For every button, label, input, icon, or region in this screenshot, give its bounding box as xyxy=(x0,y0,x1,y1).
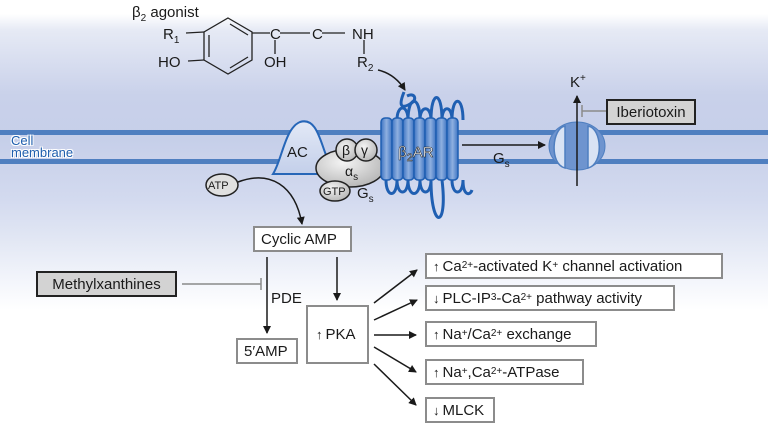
pde-label: PDE xyxy=(271,290,302,307)
effect-text: /Ca xyxy=(467,325,491,343)
cyclic-amp-label: Cyclic AMP xyxy=(261,230,337,248)
pka-label: PKA xyxy=(325,326,356,343)
decrease-arrow-icon: ↓ xyxy=(433,290,440,306)
alpha-label: αs xyxy=(345,163,358,183)
increase-arrow-icon: ↑ xyxy=(433,364,440,380)
effect-text: pathway activity xyxy=(532,289,643,307)
atp-bubble xyxy=(205,173,239,197)
r1-label: R1 xyxy=(163,26,180,46)
effect-box-5: ↓ MLCK xyxy=(425,397,495,423)
gs-label: Gs xyxy=(357,185,374,205)
gtp-bubble xyxy=(319,180,351,202)
ho-label: HO xyxy=(158,54,181,71)
receptor-label: β2AR xyxy=(398,144,434,164)
membrane-label-line-1: Cell xyxy=(11,133,34,148)
receptor-helices xyxy=(380,117,459,181)
effect-text: PLC-IP xyxy=(442,289,491,307)
arrow-to-effect-2 xyxy=(373,299,418,321)
arrow-to-effect-1 xyxy=(373,269,418,304)
arrow-to-effect-5 xyxy=(373,363,417,406)
decrease-arrow-icon: ↓ xyxy=(433,402,440,418)
gamma-label: γ xyxy=(361,142,368,158)
atp-to-camp-arrow xyxy=(237,177,305,225)
agonist-binding-arrow xyxy=(377,69,406,91)
arrow-to-effect-4 xyxy=(373,346,417,373)
atp-label: ATP xyxy=(208,180,229,192)
effect-text: -Ca xyxy=(496,289,521,307)
oh-label: OH xyxy=(264,54,287,71)
carbon-2-label: C xyxy=(312,26,323,43)
pka-box: ↑ PKA xyxy=(306,305,369,364)
5-amp-box: 5′AMP xyxy=(236,338,298,364)
gtp-label: GTP xyxy=(323,186,346,198)
gamma-subunit xyxy=(354,138,378,162)
carbon-1-label: C xyxy=(270,26,281,43)
r2-label: R2 xyxy=(357,54,374,74)
methylxanthines-box: Methylxanthines xyxy=(36,271,177,297)
agonist-structure xyxy=(185,17,365,75)
agonist-title: β2 agonist xyxy=(132,4,200,24)
effect-text: Na xyxy=(442,363,462,381)
increase-arrow-icon: ↑ xyxy=(433,326,440,342)
pka-effect-arrows xyxy=(373,269,418,406)
beta-label: β xyxy=(342,142,350,158)
gs-arrow-label: Gs xyxy=(493,150,510,170)
iberiotoxin-box: Iberiotoxin xyxy=(606,99,696,125)
effect-text: channel activation xyxy=(558,257,683,275)
cyclic-amp-box: Cyclic AMP xyxy=(253,226,352,252)
iberiotoxin-label: Iberiotoxin xyxy=(616,103,686,121)
nh-label: NH xyxy=(352,26,374,43)
effect-text: ,Ca xyxy=(467,363,491,381)
membrane-label-line-2: membrane xyxy=(11,145,74,160)
effect-text: Na xyxy=(442,325,462,343)
effect-text: MLCK xyxy=(442,401,485,419)
effect-text: Ca xyxy=(442,257,462,275)
5-amp-label: 5′AMP xyxy=(244,342,288,360)
effect-text: exchange xyxy=(502,325,572,343)
ac-label: AC xyxy=(287,144,308,161)
effect-text: -activated K xyxy=(473,257,553,275)
cell-membrane-label: Cell membrane xyxy=(11,133,74,160)
pka-increase-icon: ↑ xyxy=(316,327,323,342)
k-ion-label: K+ xyxy=(570,73,586,91)
effect-text: -ATPase xyxy=(502,363,560,381)
benzene-ring xyxy=(203,17,253,75)
increase-arrow-icon: ↑ xyxy=(433,258,440,274)
beta2-adrenergic-receptor xyxy=(384,91,474,219)
methylxanthines-label: Methylxanthines xyxy=(52,275,161,293)
